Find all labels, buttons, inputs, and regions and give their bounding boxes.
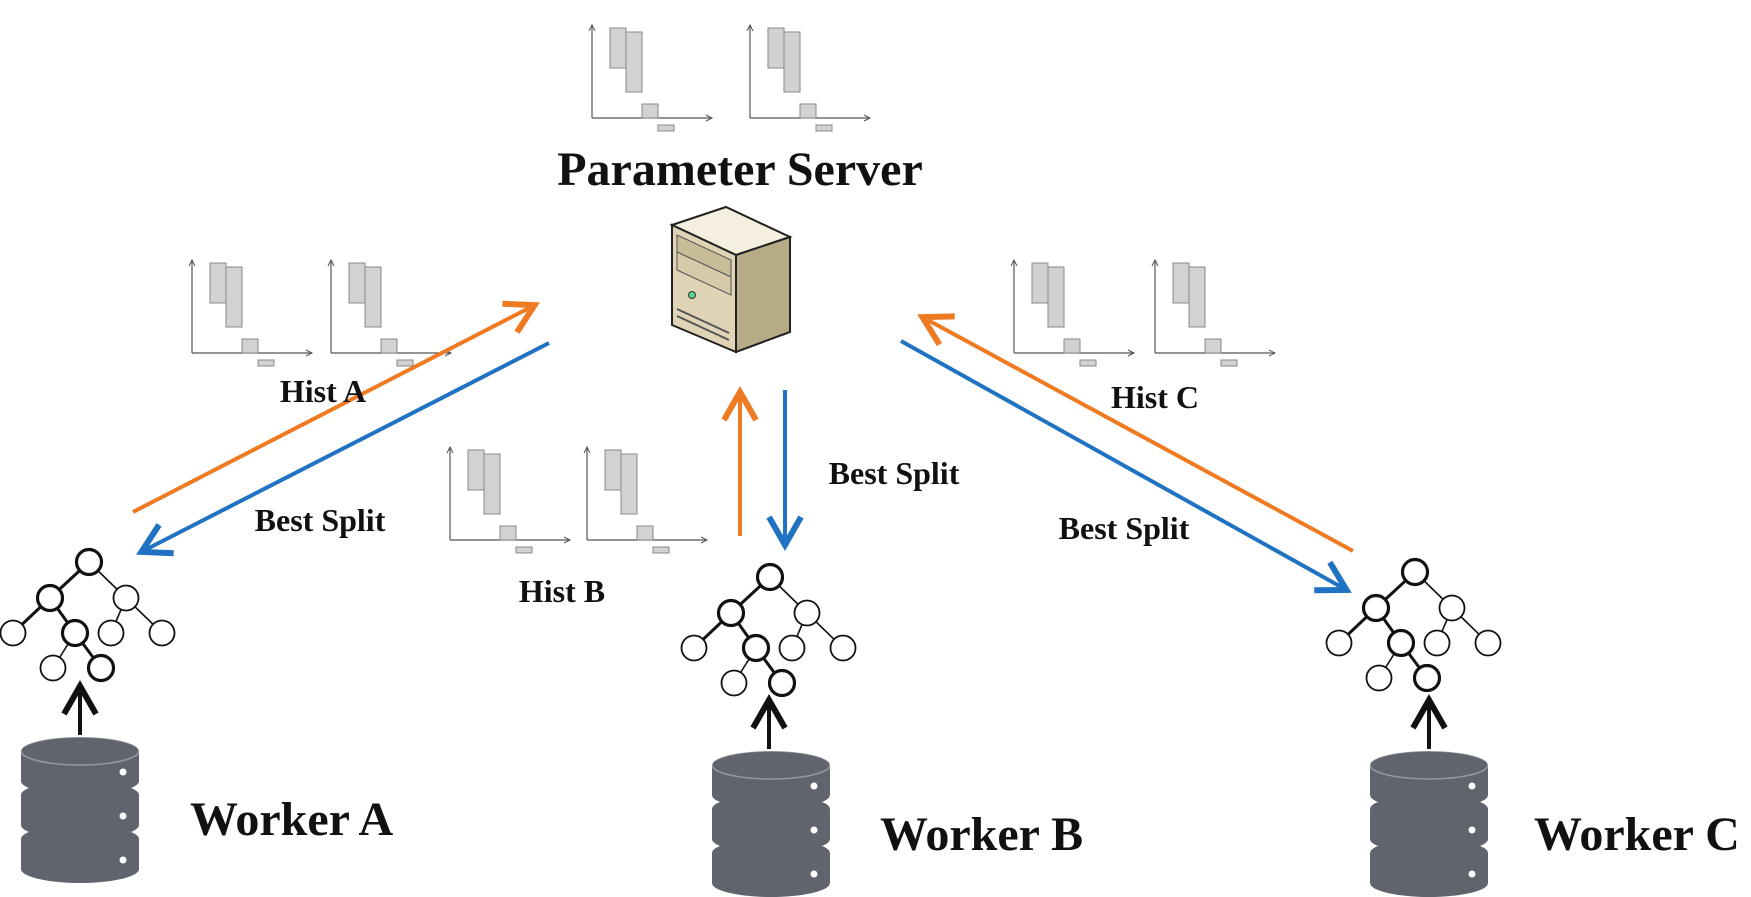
histogram-bar [657, 124, 675, 132]
split-label-b: Best Split [829, 455, 960, 491]
tree-node [1400, 557, 1430, 587]
tree-node [1325, 629, 1353, 657]
worker-c-histograms [1010, 258, 1277, 367]
histogram-bar [652, 546, 670, 554]
histogram-bar [1220, 359, 1238, 367]
histogram-bar [815, 124, 833, 132]
histogram-bar [225, 266, 243, 328]
histogram-bar [241, 338, 259, 354]
histogram-bar [767, 27, 785, 69]
tree-node [148, 619, 176, 647]
tree-node [755, 562, 785, 592]
histogram-icon [188, 258, 314, 367]
tree-node [74, 547, 104, 577]
histogram-icon [583, 445, 709, 554]
histogram-bar [380, 338, 398, 354]
tree-node [97, 619, 125, 647]
histogram-bar [483, 453, 501, 515]
decision-tree-icon [1325, 557, 1502, 693]
histogram-bar [467, 449, 485, 491]
tree-node [680, 634, 708, 662]
tree-node [1474, 629, 1502, 657]
upload-arrow-c [917, 313, 1354, 553]
tree-node [829, 634, 857, 662]
decision-tree-icon [680, 562, 857, 698]
server-histograms [588, 23, 872, 132]
tree-node [720, 669, 748, 697]
histogram-bar [1063, 338, 1081, 354]
upload-arrow-a [132, 300, 540, 514]
histogram-bar [1031, 262, 1049, 304]
database-icon [1369, 750, 1489, 897]
tree-node [60, 618, 90, 648]
hist-label-b: Hist B [519, 573, 605, 609]
tree-node [1386, 628, 1416, 658]
histogram-icon [327, 258, 453, 367]
tree-node [112, 584, 140, 612]
histogram-bar [257, 359, 275, 367]
histogram-bar [1079, 359, 1097, 367]
tree-node [0, 619, 27, 647]
tree-node [1423, 629, 1451, 657]
hist-label-a: Hist A [280, 373, 366, 409]
histogram-icon [588, 23, 714, 132]
histogram-bar [799, 103, 817, 119]
tree-node [1412, 663, 1442, 693]
histogram-bar [209, 262, 227, 304]
worker-c-group: Hist C Best Split Worker C [900, 258, 1740, 897]
histogram-bar [1188, 266, 1206, 328]
histogram-bar [515, 546, 533, 554]
histogram-icon [746, 23, 872, 132]
split-label-a: Best Split [255, 502, 386, 538]
histogram-icon [1151, 258, 1277, 367]
histogram-bar [364, 266, 382, 328]
server-title: Parameter Server [557, 143, 923, 196]
database-icon [20, 736, 140, 883]
histogram-icon [446, 445, 572, 554]
hist-label-c: Hist C [1111, 379, 1199, 415]
tree-node [741, 633, 771, 663]
tree-node [1438, 594, 1466, 622]
worker-c-label: Worker C [1534, 808, 1740, 861]
histogram-bar [625, 31, 643, 93]
histogram-bar [499, 525, 517, 541]
tree-node [1365, 664, 1393, 692]
worker-a-group: Hist A Best Split Worker A [0, 258, 550, 883]
decision-tree-icon [0, 547, 176, 683]
tree-node [716, 598, 746, 628]
histogram-bar [1047, 266, 1065, 328]
tree-node [86, 653, 116, 683]
tree-node [35, 583, 65, 613]
tree-node [39, 654, 67, 682]
tree-node [793, 599, 821, 627]
histogram-bar [636, 525, 654, 541]
database-icon [711, 750, 831, 897]
worker-b-label: Worker B [880, 808, 1083, 861]
histogram-bar [1204, 338, 1222, 354]
histogram-bar [1172, 262, 1190, 304]
histogram-bar [604, 449, 622, 491]
server-tower-icon [669, 205, 793, 354]
worker-a-histograms [188, 258, 453, 367]
download-arrow-c [900, 339, 1352, 594]
tree-node [767, 668, 797, 698]
worker-a-label: Worker A [190, 793, 393, 846]
histogram-icon [1010, 258, 1136, 367]
worker-b-group: Hist B Best Split Worker B [446, 385, 1083, 897]
split-label-c: Best Split [1059, 510, 1190, 546]
histogram-bar [620, 453, 638, 515]
histogram-bar [783, 31, 801, 93]
worker-b-histograms [446, 445, 709, 554]
tree-node [778, 634, 806, 662]
download-arrow-a [136, 341, 550, 557]
histogram-bar [348, 262, 366, 304]
histogram-bar [641, 103, 659, 119]
histogram-bar [609, 27, 627, 69]
tree-node [1361, 593, 1391, 623]
histogram-bar [396, 359, 414, 367]
